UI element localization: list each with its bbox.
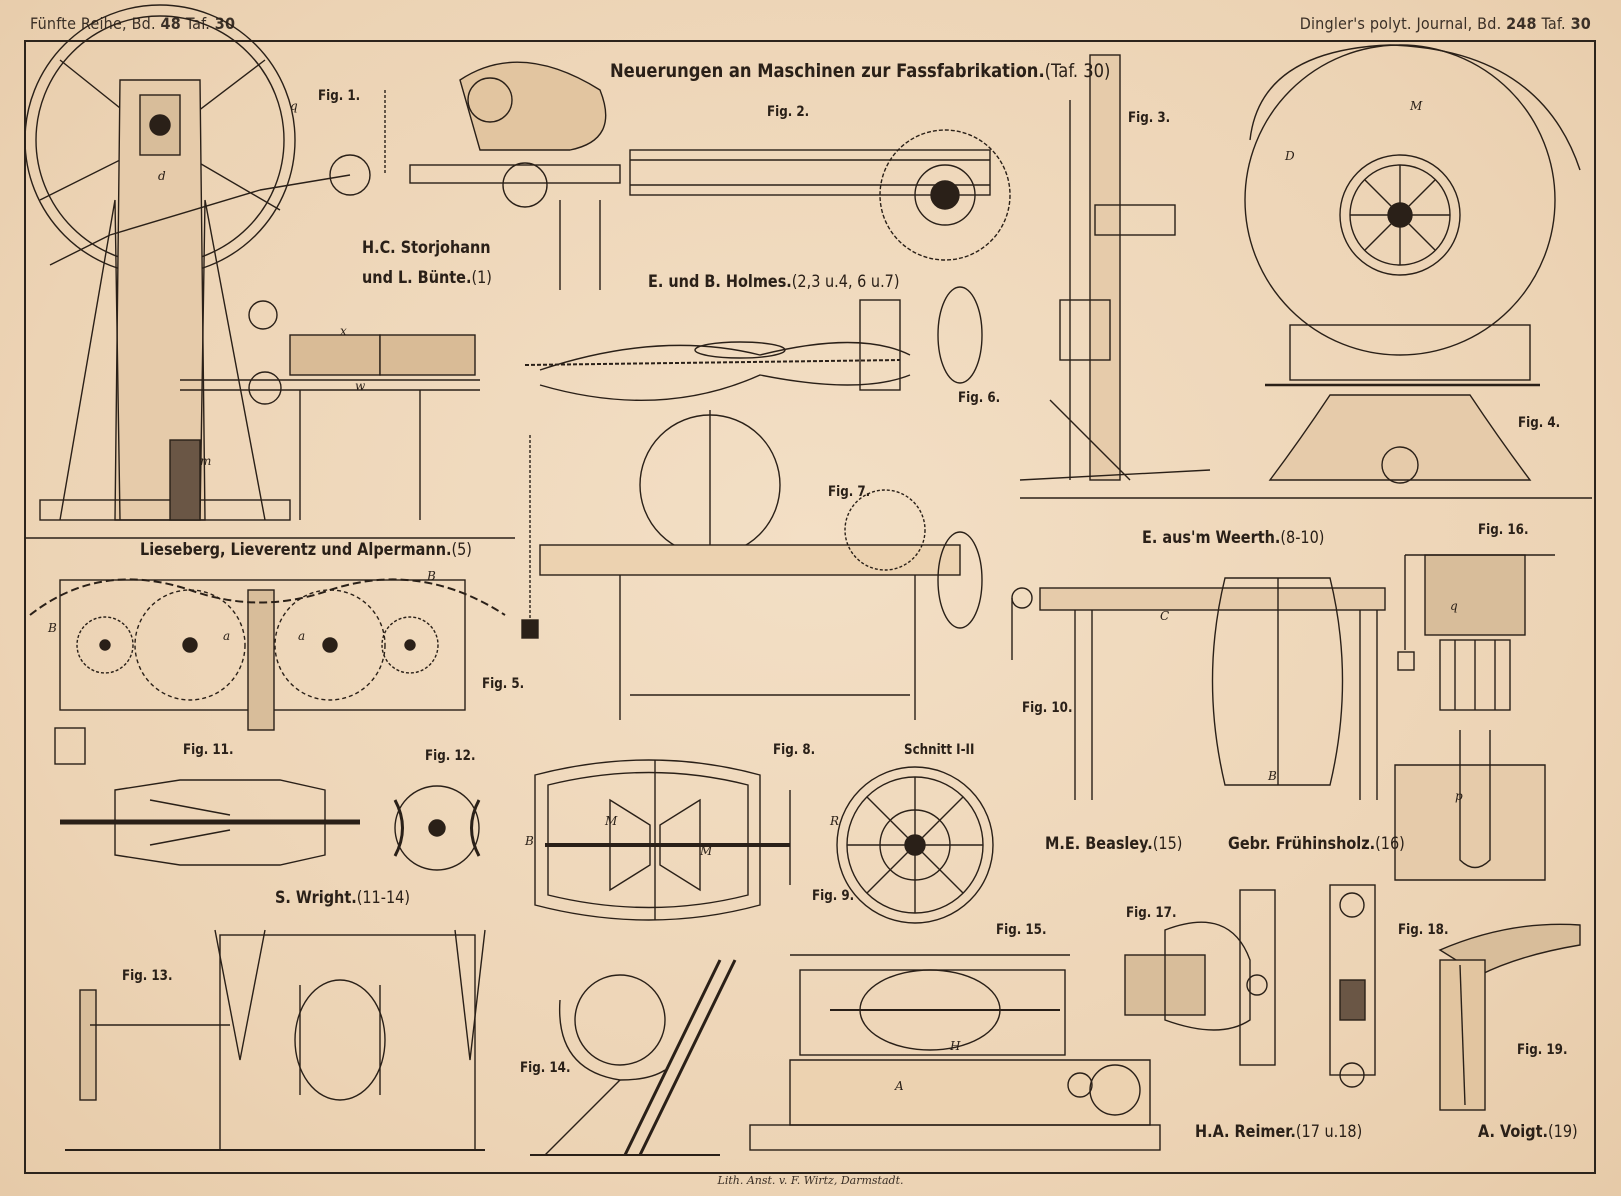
fig-9-label: Fig. 9. <box>812 888 855 904</box>
plate-frame <box>24 40 1596 1174</box>
fig9-drawing <box>836 766 994 924</box>
svg-text:B: B <box>426 569 436 583</box>
maker-lieseberg: Lieseberg, Lieverentz und Alpermann.(5) <box>140 540 472 560</box>
fig-6-label: Fig. 6. <box>958 390 1001 406</box>
svg-text:a: a <box>223 629 230 643</box>
fig2-drawing <box>409 61 1011 290</box>
fig15-drawing <box>749 954 1161 1151</box>
fig10-drawing <box>1011 577 1386 800</box>
fig-17-label: Fig. 17. <box>1126 905 1177 921</box>
svg-text:q: q <box>290 99 298 113</box>
svg-text:D: D <box>1284 149 1295 163</box>
fig-5-label: Fig. 5. <box>482 676 525 692</box>
fig8-drawing <box>534 759 791 921</box>
plate-title: Neuerungen an Maschinen zur Fassfabrikat… <box>610 60 1111 82</box>
fig5-drawing <box>29 578 506 765</box>
svg-text:M: M <box>1409 99 1423 113</box>
maker-storjohann: H.C. Storjohann <box>362 238 491 258</box>
fig-14-label: Fig. 14. <box>520 1060 571 1076</box>
svg-text:C: C <box>1160 609 1169 623</box>
fig-18-label: Fig. 18. <box>1398 922 1449 938</box>
svg-text:B: B <box>1267 769 1277 783</box>
fig-2-label: Fig. 2. <box>767 104 810 120</box>
fig-1-label: Fig. 1. <box>318 88 361 104</box>
fig6-drawing <box>524 286 983 402</box>
printer-credit: Lith. Anst. v. F. Wirtz, Darmstadt. <box>717 1174 904 1187</box>
maker-reimer: H.A. Reimer.(17 u.18) <box>1195 1122 1363 1142</box>
svg-text:M: M <box>699 844 713 858</box>
fig-10-label: Fig. 10. <box>1022 700 1073 716</box>
header-right: Dingler's polyt. Journal, Bd. 248 Taf. 3… <box>1299 14 1591 33</box>
svg-text:x: x <box>340 324 347 338</box>
fig-13-label: Fig. 13. <box>122 968 173 984</box>
maker-fruehinsholz: Gebr. Frühinsholz.(16) <box>1228 834 1405 854</box>
svg-text:a: a <box>298 629 305 643</box>
svg-text:q: q <box>1450 599 1458 613</box>
fig-4-label: Fig. 4. <box>1518 415 1561 431</box>
svg-text:M: M <box>604 814 618 828</box>
fig19-drawing <box>1438 923 1581 1111</box>
fig-19-label: Fig. 19. <box>1517 1042 1568 1058</box>
fig14-drawing <box>530 959 737 1156</box>
fig-11-label: Fig. 11. <box>183 742 234 758</box>
fig13-drawing <box>65 929 486 1151</box>
fig7-drawing <box>521 410 983 720</box>
fig-8-label: Fig. 8. <box>773 742 816 758</box>
svg-text:H: H <box>949 1039 961 1053</box>
svg-text:w: w <box>355 379 366 393</box>
fig1-drawing <box>24 4 480 521</box>
maker-wright: S. Wright.(11-14) <box>275 888 410 908</box>
fig11-drawing <box>60 779 360 866</box>
svg-text:R: R <box>829 814 839 828</box>
svg-text:B: B <box>524 834 534 848</box>
maker-holmes: E. und B. Holmes.(2,3 u.4, 6 u.7) <box>648 272 900 292</box>
svg-text:m: m <box>200 454 211 468</box>
fig16-drawing <box>1394 554 1555 881</box>
part-letters: q d x w m D M a a B B M M B R B C q p H … <box>47 99 1463 1093</box>
svg-text:A: A <box>894 1079 904 1093</box>
svg-text:B: B <box>47 621 57 635</box>
maker-buente: und L. Bünte.(1) <box>362 268 492 288</box>
svg-text:p: p <box>1455 789 1463 803</box>
fig18-drawing <box>1329 884 1376 1088</box>
fig-12-label: Fig. 12. <box>425 748 476 764</box>
maker-weerth: E. aus'm Weerth.(8-10) <box>1142 528 1325 548</box>
fig-3-label: Fig. 3. <box>1128 110 1171 126</box>
fig-16-label: Fig. 16. <box>1478 522 1529 538</box>
fig-7-label: Fig. 7. <box>828 484 871 500</box>
maker-beasley: M.E. Beasley.(15) <box>1045 834 1183 854</box>
maker-voigt: A. Voigt.(19) <box>1478 1122 1578 1142</box>
fig3-drawing <box>1019 54 1211 481</box>
section-label: Schnitt I-II <box>904 742 975 758</box>
fig-15-label: Fig. 15. <box>996 922 1047 938</box>
fig12-drawing <box>393 785 481 871</box>
svg-text:d: d <box>158 169 166 183</box>
fig4-drawing <box>1244 44 1581 484</box>
fig17-drawing <box>1124 889 1276 1066</box>
